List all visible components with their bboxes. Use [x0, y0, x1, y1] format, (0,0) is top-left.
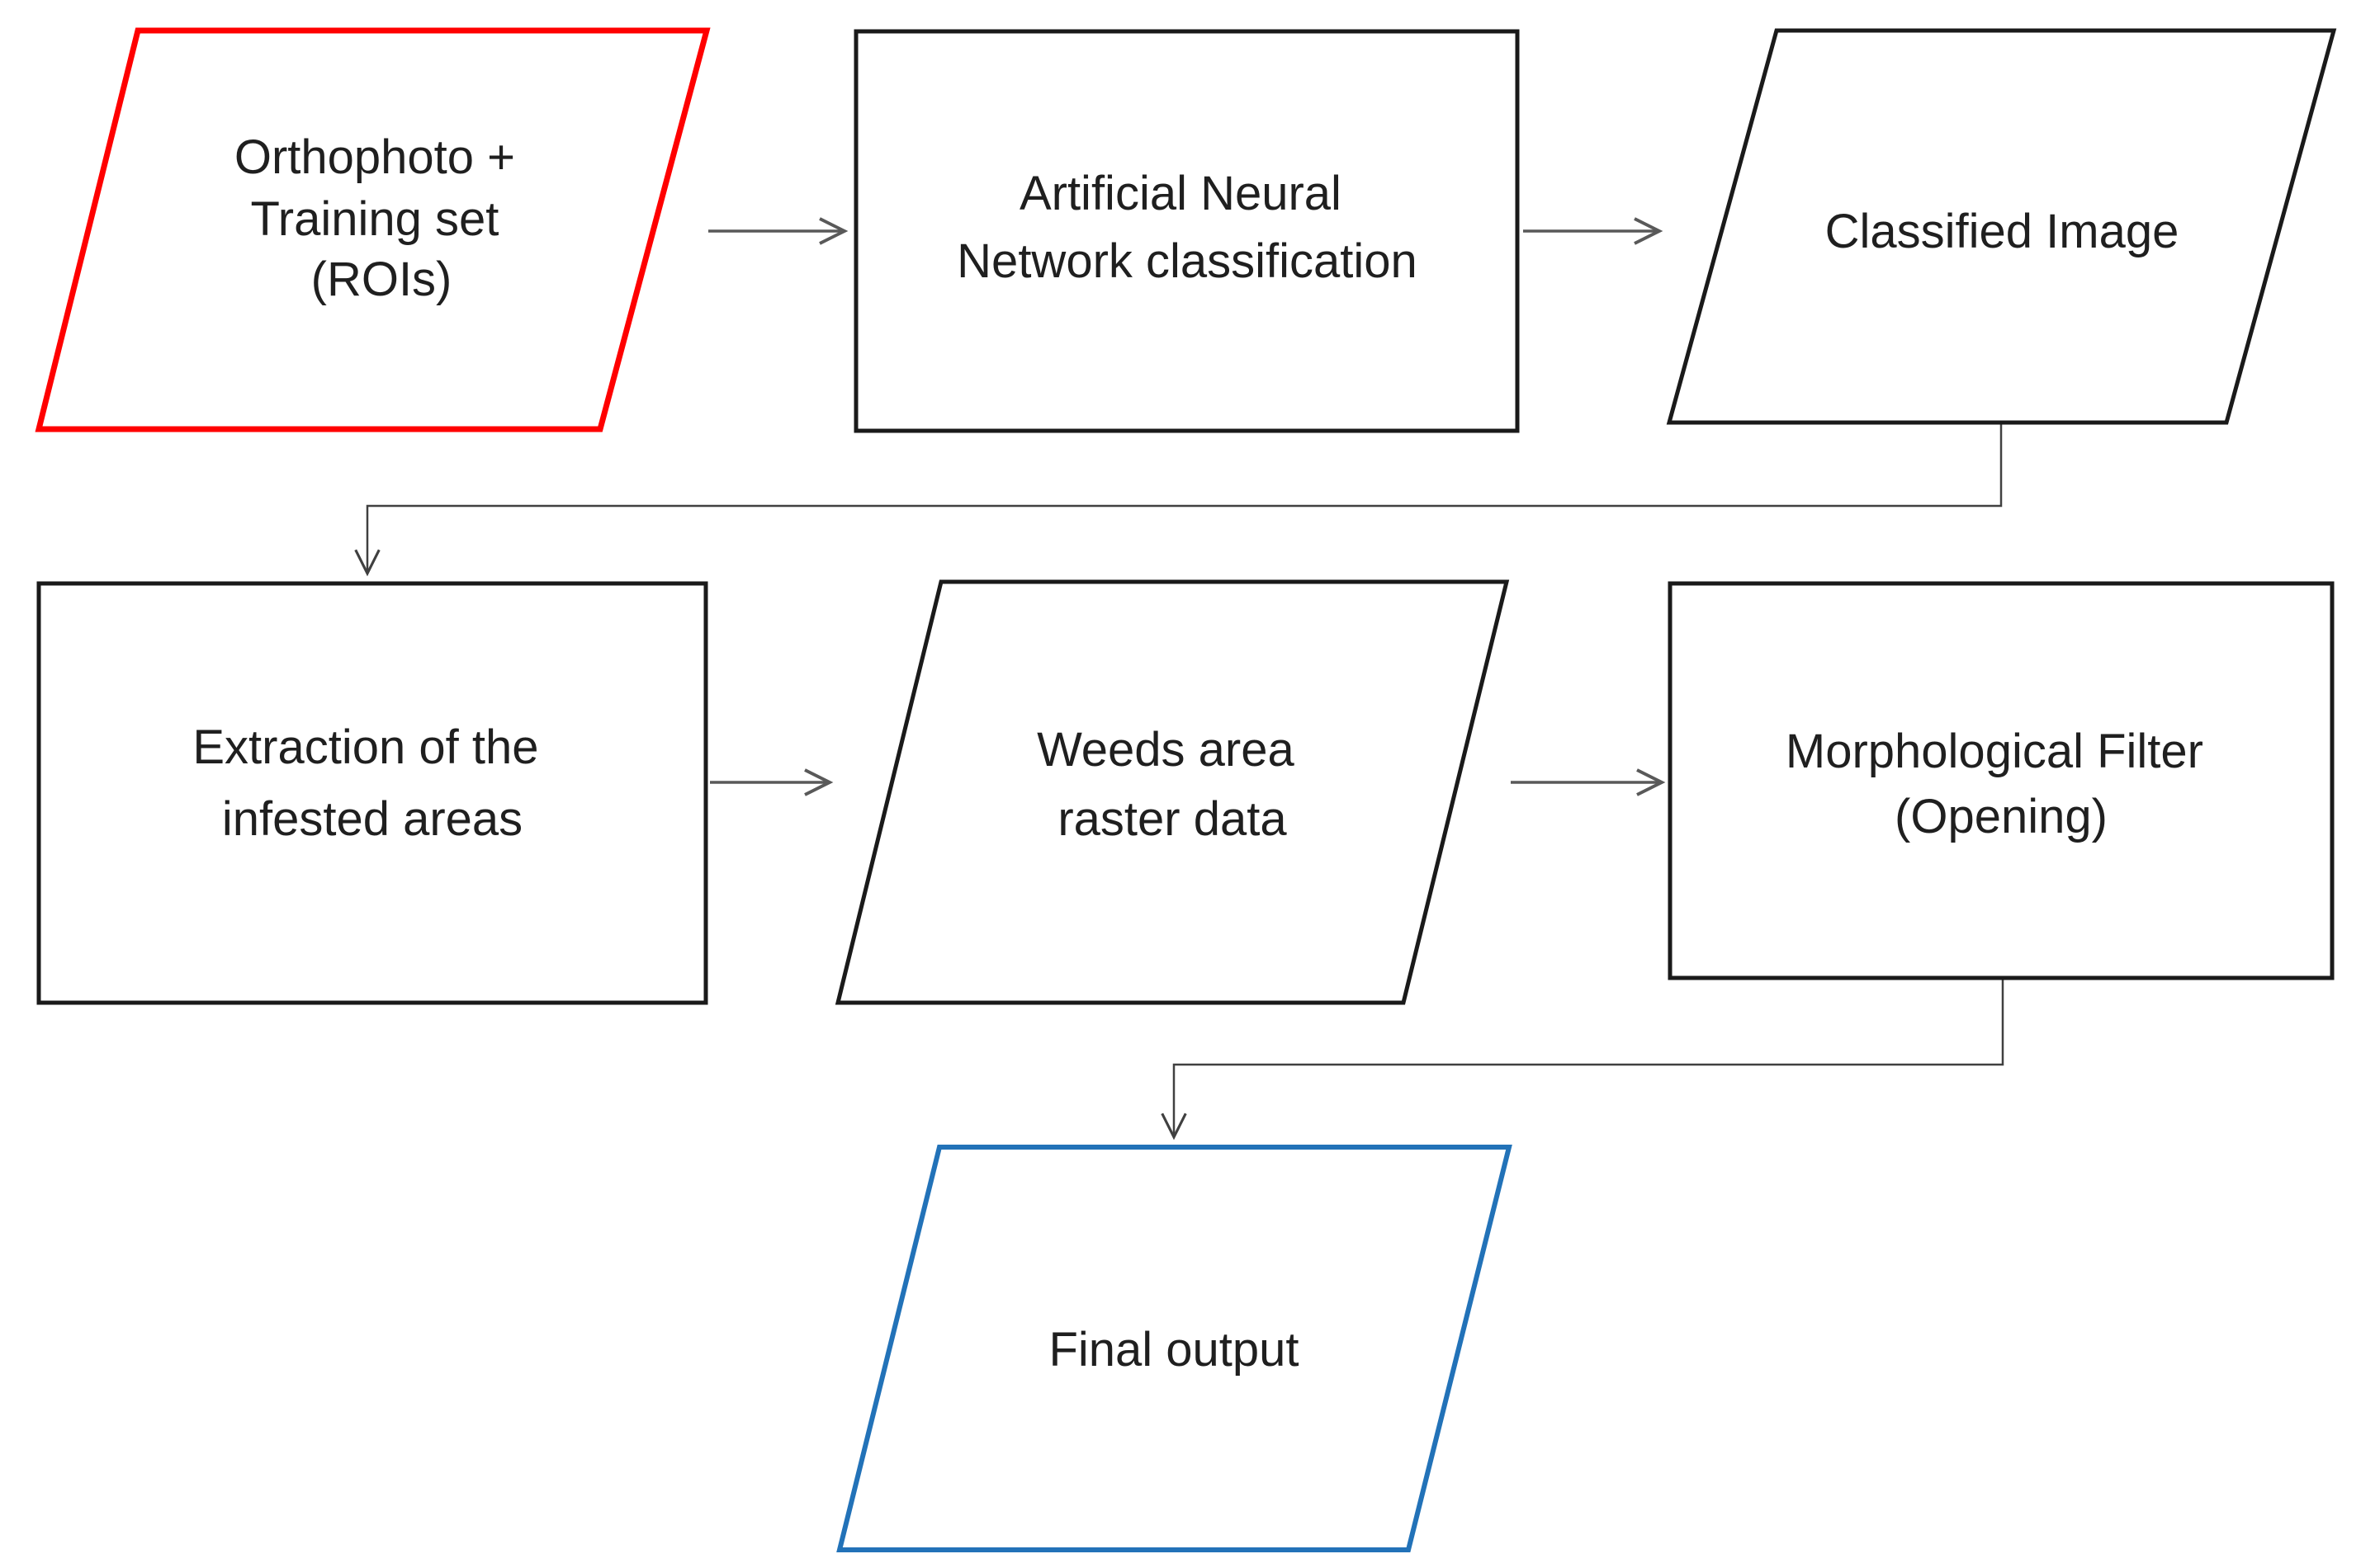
- node-ann-label: Artificial Neural Network classification: [957, 167, 1417, 288]
- node-morphological: Morphological Filter (Opening): [1668, 581, 2335, 980]
- node-orthophoto-shape: [35, 27, 711, 432]
- node-ann-label-line-2: Network classification: [957, 234, 1417, 288]
- node-classified-label: Classified Image: [1825, 205, 2179, 258]
- node-extraction: Extraction of the infested areas: [36, 581, 708, 1005]
- node-orthophoto-label-line-1: Orthophoto +: [234, 130, 515, 184]
- node-final-label-line-1: Final output: [1048, 1323, 1299, 1377]
- node-orthophoto: Orthophoto + Training set (ROIs): [35, 27, 711, 432]
- node-weeds-shape: [835, 579, 1510, 1005]
- edge-morphological-to-final: [1161, 980, 2004, 1141]
- node-classified-shape: [1666, 28, 2337, 425]
- node-extraction-label: Extraction of the infested areas: [192, 720, 551, 846]
- node-final-shape: [836, 1145, 1512, 1552]
- node-ann-label-line-1: Artificial Neural: [1020, 167, 1341, 220]
- node-morphological-shape: [1668, 581, 2335, 980]
- node-extraction-label-line-2: infested areas: [222, 792, 523, 846]
- node-ann: Artificial Neural Network classification: [854, 29, 1520, 433]
- node-morphological-label: Morphological Filter (Opening): [1786, 725, 2217, 843]
- node-weeds-label-line-2: raster data: [1057, 792, 1287, 846]
- node-weeds: Weeds area raster data: [835, 579, 1510, 1005]
- node-final: Final output: [836, 1145, 1512, 1552]
- node-orthophoto-label-line-2: Training set: [251, 192, 499, 246]
- node-final-label: Final output: [1048, 1323, 1299, 1377]
- node-weeds-label-line-1: Weeds area: [1037, 723, 1294, 777]
- node-ann-shape: [854, 29, 1520, 433]
- node-classified: Classified Image: [1666, 28, 2337, 425]
- node-extraction-label-line-1: Extraction of the: [192, 720, 538, 774]
- edges: [354, 217, 2004, 1141]
- node-orthophoto-label: Orthophoto + Training set (ROIs): [234, 130, 528, 306]
- node-classified-label-line-1: Classified Image: [1825, 205, 2179, 258]
- edge-classified-to-extraction: [354, 424, 2003, 577]
- node-extraction-shape: [36, 581, 708, 1005]
- node-orthophoto-label-line-3: (ROIs): [311, 253, 452, 306]
- node-morphological-label-line-1: Morphological Filter: [1786, 725, 2203, 778]
- node-morphological-label-line-2: (Opening): [1895, 790, 2108, 843]
- node-weeds-label: Weeds area raster data: [1037, 723, 1308, 846]
